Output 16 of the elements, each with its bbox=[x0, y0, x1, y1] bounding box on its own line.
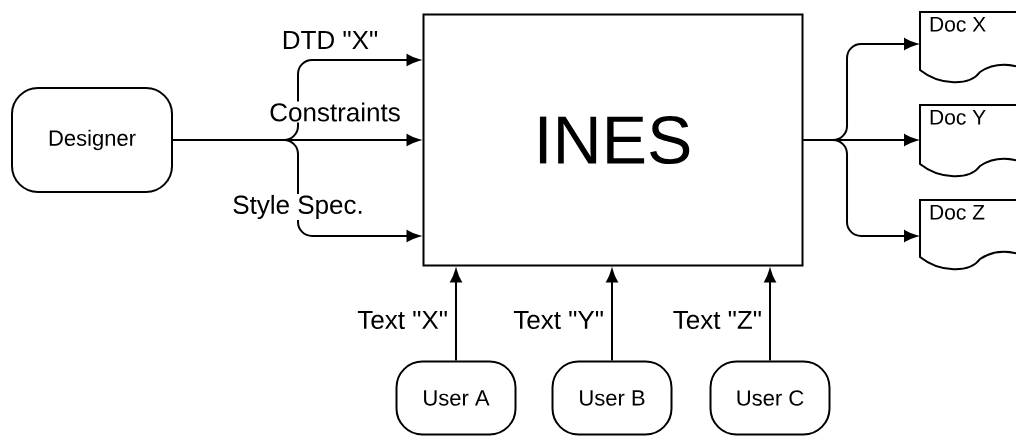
arrow bbox=[606, 269, 618, 362]
edge-label: Constraints bbox=[268, 101, 402, 123]
arrow bbox=[764, 269, 776, 362]
rounded-box: Designer bbox=[11, 87, 173, 193]
edge-label: Text "X" bbox=[356, 309, 449, 331]
arrow bbox=[450, 269, 462, 362]
edge-label: DTD "X" bbox=[280, 30, 380, 50]
arrow bbox=[172, 139, 420, 242]
edge-label: Text "Y" bbox=[512, 309, 605, 331]
edge-label: Text "Z" bbox=[671, 309, 763, 331]
arrow bbox=[802, 139, 918, 242]
edge-label: Style Spec. bbox=[231, 193, 365, 221]
rounded-box: User A bbox=[395, 360, 517, 436]
rounded-box: User C bbox=[709, 360, 831, 436]
rounded-box: User B bbox=[551, 360, 673, 436]
process-box: INES bbox=[422, 13, 804, 267]
